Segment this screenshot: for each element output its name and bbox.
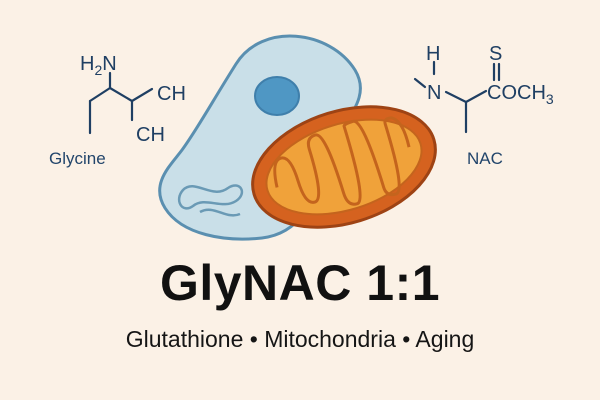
organelle-fold: [199, 208, 241, 217]
glycine-structure: [88, 71, 154, 135]
nac-bond: [444, 90, 468, 104]
page-title: GlyNAC 1:1: [159, 255, 441, 311]
nac-nitrogen-label: N: [427, 82, 441, 104]
nac-bond: [413, 77, 427, 89]
mitochondrion-cristae: [273, 116, 411, 206]
nac-structure: [413, 60, 501, 134]
glycine-bond: [88, 86, 112, 103]
glycine-caption: Glycine: [49, 149, 106, 168]
glycine-ch-top: CH: [157, 83, 186, 105]
nac-caption: NAC: [467, 149, 503, 168]
organelle-fold: [177, 184, 244, 210]
glycine-bond: [108, 86, 134, 103]
nucleus-icon: [254, 76, 300, 116]
glycine-amine-label: H2N: [80, 53, 117, 78]
glycine-bond: [130, 87, 154, 103]
nac-hydrogen-label: H: [426, 43, 440, 65]
glycine-ch-bottom: CH: [136, 124, 165, 146]
nac-group-label: COCH3: [487, 82, 554, 107]
nac-sulfur-label: S: [489, 43, 502, 65]
page-subtitle: Glutathione • Mitochondria • Aging: [125, 326, 475, 352]
nac-bond: [464, 89, 488, 104]
mitochondrion-icon: [251, 105, 437, 229]
